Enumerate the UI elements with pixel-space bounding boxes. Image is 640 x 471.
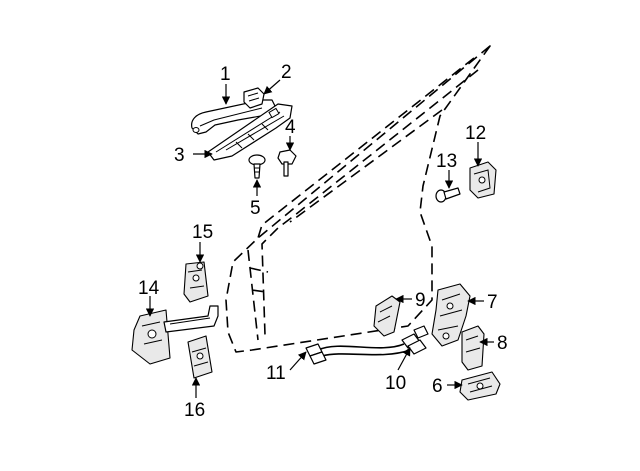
leader-lines	[145, 79, 494, 398]
latch-cover-part	[461, 325, 485, 371]
handle-bracket-part	[207, 103, 293, 161]
lock-bracket-part	[459, 371, 501, 401]
callout-12: 12	[465, 123, 486, 144]
callout-2: 2	[281, 62, 292, 83]
callout-6: 6	[432, 376, 443, 397]
check-stopper-part	[183, 261, 209, 303]
cable-end-part	[305, 343, 327, 365]
callout-13: 13	[436, 151, 457, 172]
lock-cables-part	[317, 325, 429, 357]
hinge-part	[187, 335, 213, 379]
callout-10: 10	[385, 373, 406, 394]
callout-8: 8	[497, 333, 508, 354]
callout-11: 11	[266, 363, 286, 384]
striker-part	[469, 161, 497, 199]
callout-3: 3	[174, 145, 185, 166]
callout-16: 16	[184, 400, 205, 421]
callout-4: 4	[285, 117, 296, 138]
callout-5: 5	[250, 198, 261, 219]
door-outline	[225, 45, 491, 353]
screw-part	[248, 154, 266, 179]
door-latch-part	[431, 283, 471, 347]
rod-holder-part	[373, 295, 401, 337]
callout-1: 1	[220, 64, 231, 85]
outside-handle-part	[191, 99, 277, 135]
striker-bolt-part	[435, 187, 461, 203]
door-check-part	[131, 305, 219, 365]
callout-14: 14	[138, 278, 160, 299]
bolt-part	[277, 149, 297, 177]
callout-9: 9	[415, 290, 426, 311]
callout-labels: 1 2 3 4 5 6 7 8 9 10 11 12 13 14 15 16	[138, 62, 508, 421]
callout-7: 7	[487, 292, 498, 313]
callout-15: 15	[192, 222, 213, 243]
handle-cap-part	[243, 87, 265, 109]
